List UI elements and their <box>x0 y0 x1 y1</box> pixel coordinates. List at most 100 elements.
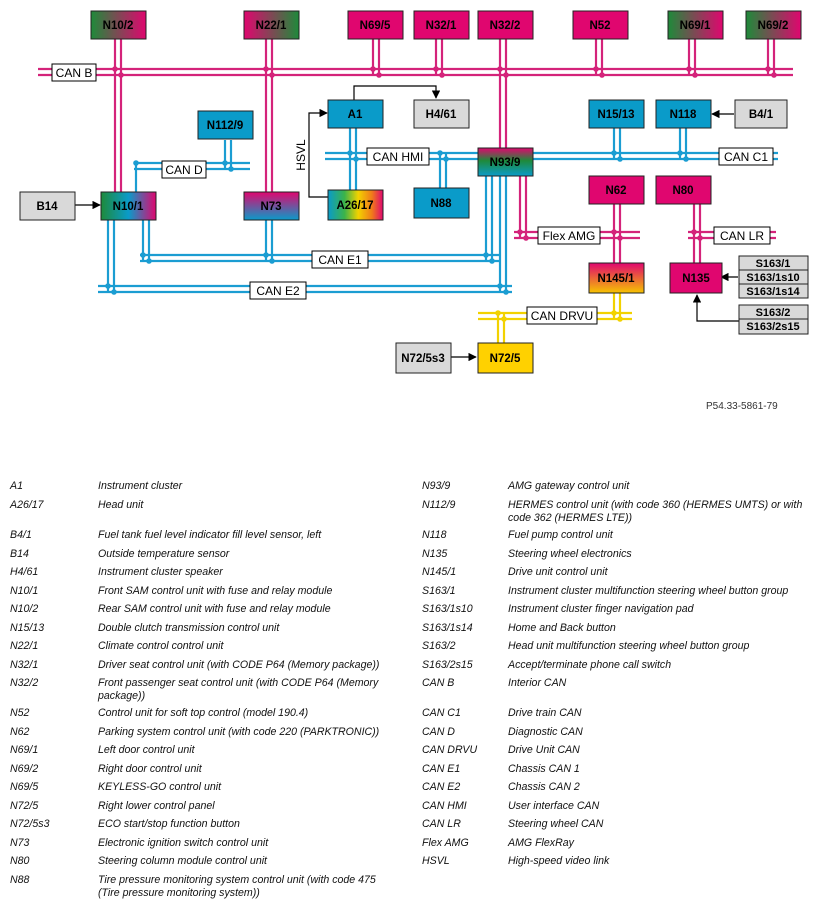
legend-code: A26/17 <box>10 499 44 511</box>
bus-label-can-drvu: CAN DRVU <box>526 306 598 325</box>
svg-text:N10/1: N10/1 <box>113 201 144 213</box>
svg-text:N145/1: N145/1 <box>597 273 635 285</box>
legend-description: Steering wheel CAN <box>508 818 604 830</box>
module-n72-5: N72/5 <box>477 342 534 374</box>
legend-code: N135 <box>422 548 448 560</box>
svg-text:CAN E1: CAN E1 <box>318 253 362 267</box>
legend-description: Steering wheel electronics <box>508 548 632 560</box>
legend-code: CAN C1 <box>422 707 461 719</box>
bus-label-can-hmi: CAN HMI <box>366 147 430 166</box>
legend-description: Interior CAN <box>508 677 567 689</box>
svg-text:S163/1s14: S163/1s14 <box>746 286 800 298</box>
svg-text:N72/5s3: N72/5s3 <box>401 353 444 365</box>
legend-description: Rear SAM control unit with fuse and rela… <box>98 603 331 615</box>
legend-description: Steering column module control unit <box>98 855 268 867</box>
legend-code: N80 <box>10 855 30 867</box>
legend-code: CAN HMI <box>422 800 467 812</box>
legend-code: N72/5s3 <box>10 818 50 830</box>
bus-label-can-c1: CAN C1 <box>718 147 774 166</box>
svg-text:N73: N73 <box>260 201 281 213</box>
legend-description: HERMES control unit (with code 360 (HERM… <box>508 499 803 524</box>
legend-code: CAN E1 <box>422 763 461 775</box>
legend-description: Climate control control unit <box>98 640 224 652</box>
legend-code: S163/1 <box>422 585 456 597</box>
svg-text:CAN B: CAN B <box>56 66 93 80</box>
legend-description: Control unit for soft top control (model… <box>98 707 309 719</box>
figure-reference: P54.33-5861-79 <box>706 401 778 412</box>
legend-description: Double clutch transmission control unit <box>98 622 280 634</box>
bus-label-can-e2: CAN E2 <box>249 281 307 300</box>
legend-description: Chassis CAN 2 <box>508 781 580 793</box>
svg-text:A26/17: A26/17 <box>336 200 373 212</box>
legend-code: H4/61 <box>10 566 39 578</box>
legend-description: ECO start/stop function button <box>98 818 240 830</box>
legend-description: Outside temperature sensor <box>98 548 230 560</box>
legend-code: Flex AMG <box>422 837 469 849</box>
legend-code: N72/5 <box>10 800 39 812</box>
legend-description: Front passenger seat control unit (with … <box>98 677 379 702</box>
legend-description: Drive train CAN <box>508 707 582 719</box>
legend-code: CAN D <box>422 726 455 738</box>
svg-text:S163/2: S163/2 <box>756 307 791 319</box>
legend-code: N88 <box>10 874 30 886</box>
legend-description: High-speed video link <box>508 855 610 867</box>
module-n69-5: N69/5 <box>347 10 404 40</box>
legend-code: S163/2 <box>422 640 456 652</box>
module-n52: N52 <box>572 10 629 40</box>
module-n10-1: N10/1 <box>100 191 157 221</box>
legend-description: Diagnostic CAN <box>508 726 583 738</box>
svg-text:Flex AMG: Flex AMG <box>543 229 596 243</box>
module-n32-2: N32/2 <box>477 10 534 40</box>
svg-text:S163/1s10: S163/1s10 <box>746 272 799 284</box>
legend-code: N69/2 <box>10 763 39 775</box>
svg-text:CAN LR: CAN LR <box>720 229 764 243</box>
module-n135: N135 <box>669 262 723 294</box>
svg-text:N93/9: N93/9 <box>490 157 521 169</box>
legend-code: CAN E2 <box>422 781 461 793</box>
svg-text:CAN HMI: CAN HMI <box>373 150 424 164</box>
svg-text:N135: N135 <box>682 273 710 285</box>
legend-code: B14 <box>10 548 29 560</box>
legend-description: Fuel tank fuel level indicator fill leve… <box>98 529 322 541</box>
legend-description: Accept/terminate phone call switch <box>508 659 672 671</box>
module-n112-9: N112/9 <box>197 110 254 140</box>
svg-text:CAN DRVU: CAN DRVU <box>531 309 593 323</box>
legend-code: A1 <box>10 480 23 492</box>
legend-description: Tire pressure monitoring system control … <box>98 874 376 899</box>
legend-description: Parking system control unit (with code 2… <box>98 726 380 738</box>
legend-description: Fuel pump control unit <box>508 529 613 541</box>
legend-description: AMG gateway control unit <box>508 480 630 492</box>
legend-code: N22/1 <box>10 640 39 652</box>
legend-code: CAN LR <box>422 818 461 830</box>
module-s163-2-group: S163/2 S163/2s15 <box>738 304 809 335</box>
legend-code: CAN DRVU <box>422 744 478 756</box>
legend-code: N69/1 <box>10 744 39 756</box>
module-n93-9: N93/9 <box>477 147 534 177</box>
svg-text:N69/5: N69/5 <box>360 20 391 32</box>
bus-label-flex-amg: Flex AMG <box>537 226 601 245</box>
legend-description: Right door control unit <box>98 763 202 775</box>
legend-code: N145/1 <box>422 566 457 578</box>
module-n15-13: N15/13 <box>588 99 645 129</box>
module-n88: N88 <box>413 187 470 219</box>
svg-text:N52: N52 <box>589 20 610 32</box>
legend-code: S163/1s14 <box>422 622 473 634</box>
svg-text:N80: N80 <box>672 185 693 197</box>
legend-code: N62 <box>10 726 30 738</box>
bus-label-hsvl: HSVL <box>294 139 308 171</box>
svg-text:S163/2s15: S163/2s15 <box>746 321 799 333</box>
svg-text:HSVL: HSVL <box>294 139 308 171</box>
module-b4-1: B4/1 <box>734 99 788 129</box>
legend-description: Left door control unit <box>98 744 195 756</box>
svg-text:N32/1: N32/1 <box>426 20 457 32</box>
legend-code: N112/9 <box>422 499 456 511</box>
svg-text:CAN D: CAN D <box>165 163 203 177</box>
module-n62: N62 <box>588 175 645 205</box>
legend-code: N15/13 <box>10 622 45 634</box>
module-n69-1: N69/1 <box>667 10 724 40</box>
svg-text:N15/13: N15/13 <box>597 109 634 121</box>
legend-code: B4/1 <box>10 529 32 541</box>
legend-description: Home and Back button <box>508 622 616 634</box>
